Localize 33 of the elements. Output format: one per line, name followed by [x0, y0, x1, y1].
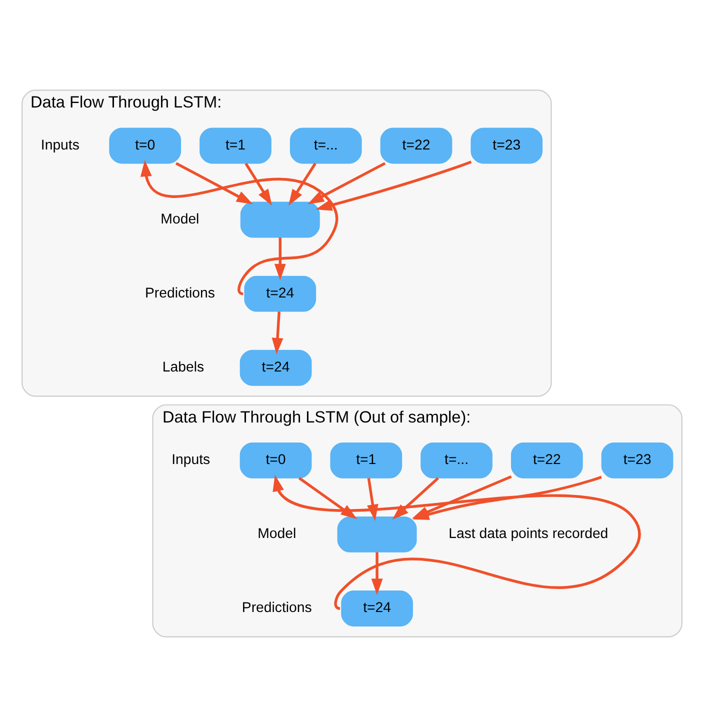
node-box: t=1: [330, 442, 402, 478]
label: Model: [257, 525, 296, 542]
node-box: t=...: [289, 128, 362, 164]
node-box: [240, 202, 320, 238]
arrow: [315, 160, 472, 211]
arrow: [274, 238, 286, 280]
node-box: t=24: [340, 590, 412, 626]
label: Model: [160, 210, 199, 226]
arrow: [140, 160, 338, 296]
arrow: [370, 552, 382, 595]
label: Last data points recorded: [448, 525, 608, 542]
arrow: [244, 162, 272, 206]
node-box: t=23: [470, 128, 542, 164]
arrow: [271, 312, 283, 354]
node-box: t=24: [239, 350, 312, 386]
label: Predictions: [144, 284, 214, 301]
node-box: t=0: [239, 442, 312, 478]
arrow: [288, 162, 316, 206]
node-box: t=1: [199, 128, 271, 164]
node-box: t=23: [600, 442, 673, 478]
arrow: [307, 162, 386, 204]
node-box: [336, 516, 416, 552]
node-box: t=24: [244, 276, 316, 312]
node-box: t=...: [420, 442, 492, 478]
arrow: [174, 162, 252, 204]
node-box: t=22: [510, 442, 582, 478]
node-box: t=0: [108, 128, 181, 164]
node-box: t=22: [380, 128, 452, 164]
label: Inputs: [171, 451, 210, 468]
arrow: [272, 474, 640, 610]
label: Labels: [162, 358, 204, 375]
label: Predictions: [241, 599, 312, 616]
label: Inputs: [40, 136, 79, 152]
